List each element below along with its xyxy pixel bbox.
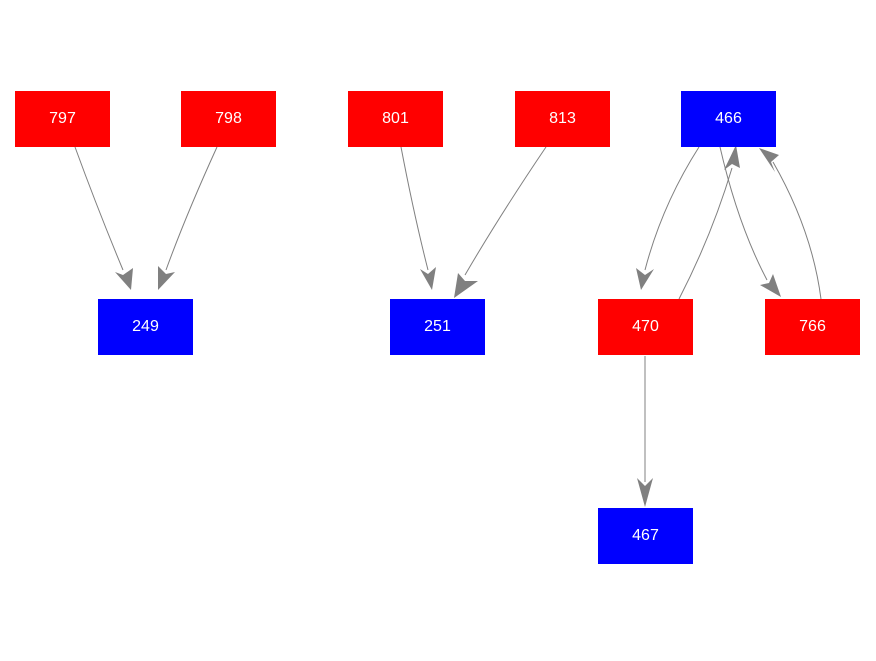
edge-766-466 (759, 148, 822, 300)
edge-798-249 (158, 146, 218, 290)
edge-470-467 (637, 356, 653, 507)
node-label: 249 (132, 318, 159, 335)
node-label: 801 (382, 110, 409, 127)
node-label: 813 (549, 110, 576, 127)
node-label: 467 (632, 527, 659, 544)
edge-801-251 (400, 146, 436, 290)
node-467[interactable]: 467 (598, 508, 693, 564)
node-label: 797 (49, 110, 76, 127)
node-766[interactable]: 766 (765, 299, 860, 355)
node-label: 470 (632, 318, 659, 335)
node-801[interactable]: 801 (348, 91, 443, 147)
node-label: 766 (799, 318, 826, 335)
edge-470-466 (678, 145, 740, 300)
node-249[interactable]: 249 (98, 299, 193, 355)
node-label: 466 (715, 110, 742, 127)
node-798[interactable]: 798 (181, 91, 276, 147)
node-label: 798 (215, 110, 242, 127)
node-813[interactable]: 813 (515, 91, 610, 147)
edge-466-470 (636, 146, 700, 290)
node-466[interactable]: 466 (681, 91, 776, 147)
node-470[interactable]: 470 (598, 299, 693, 355)
node-label: 251 (424, 318, 451, 335)
node-797[interactable]: 797 (15, 91, 110, 147)
node-251[interactable]: 251 (390, 299, 485, 355)
edge-466-766 (719, 146, 781, 297)
edge-813-251 (454, 146, 547, 298)
edge-797-249 (74, 146, 133, 290)
